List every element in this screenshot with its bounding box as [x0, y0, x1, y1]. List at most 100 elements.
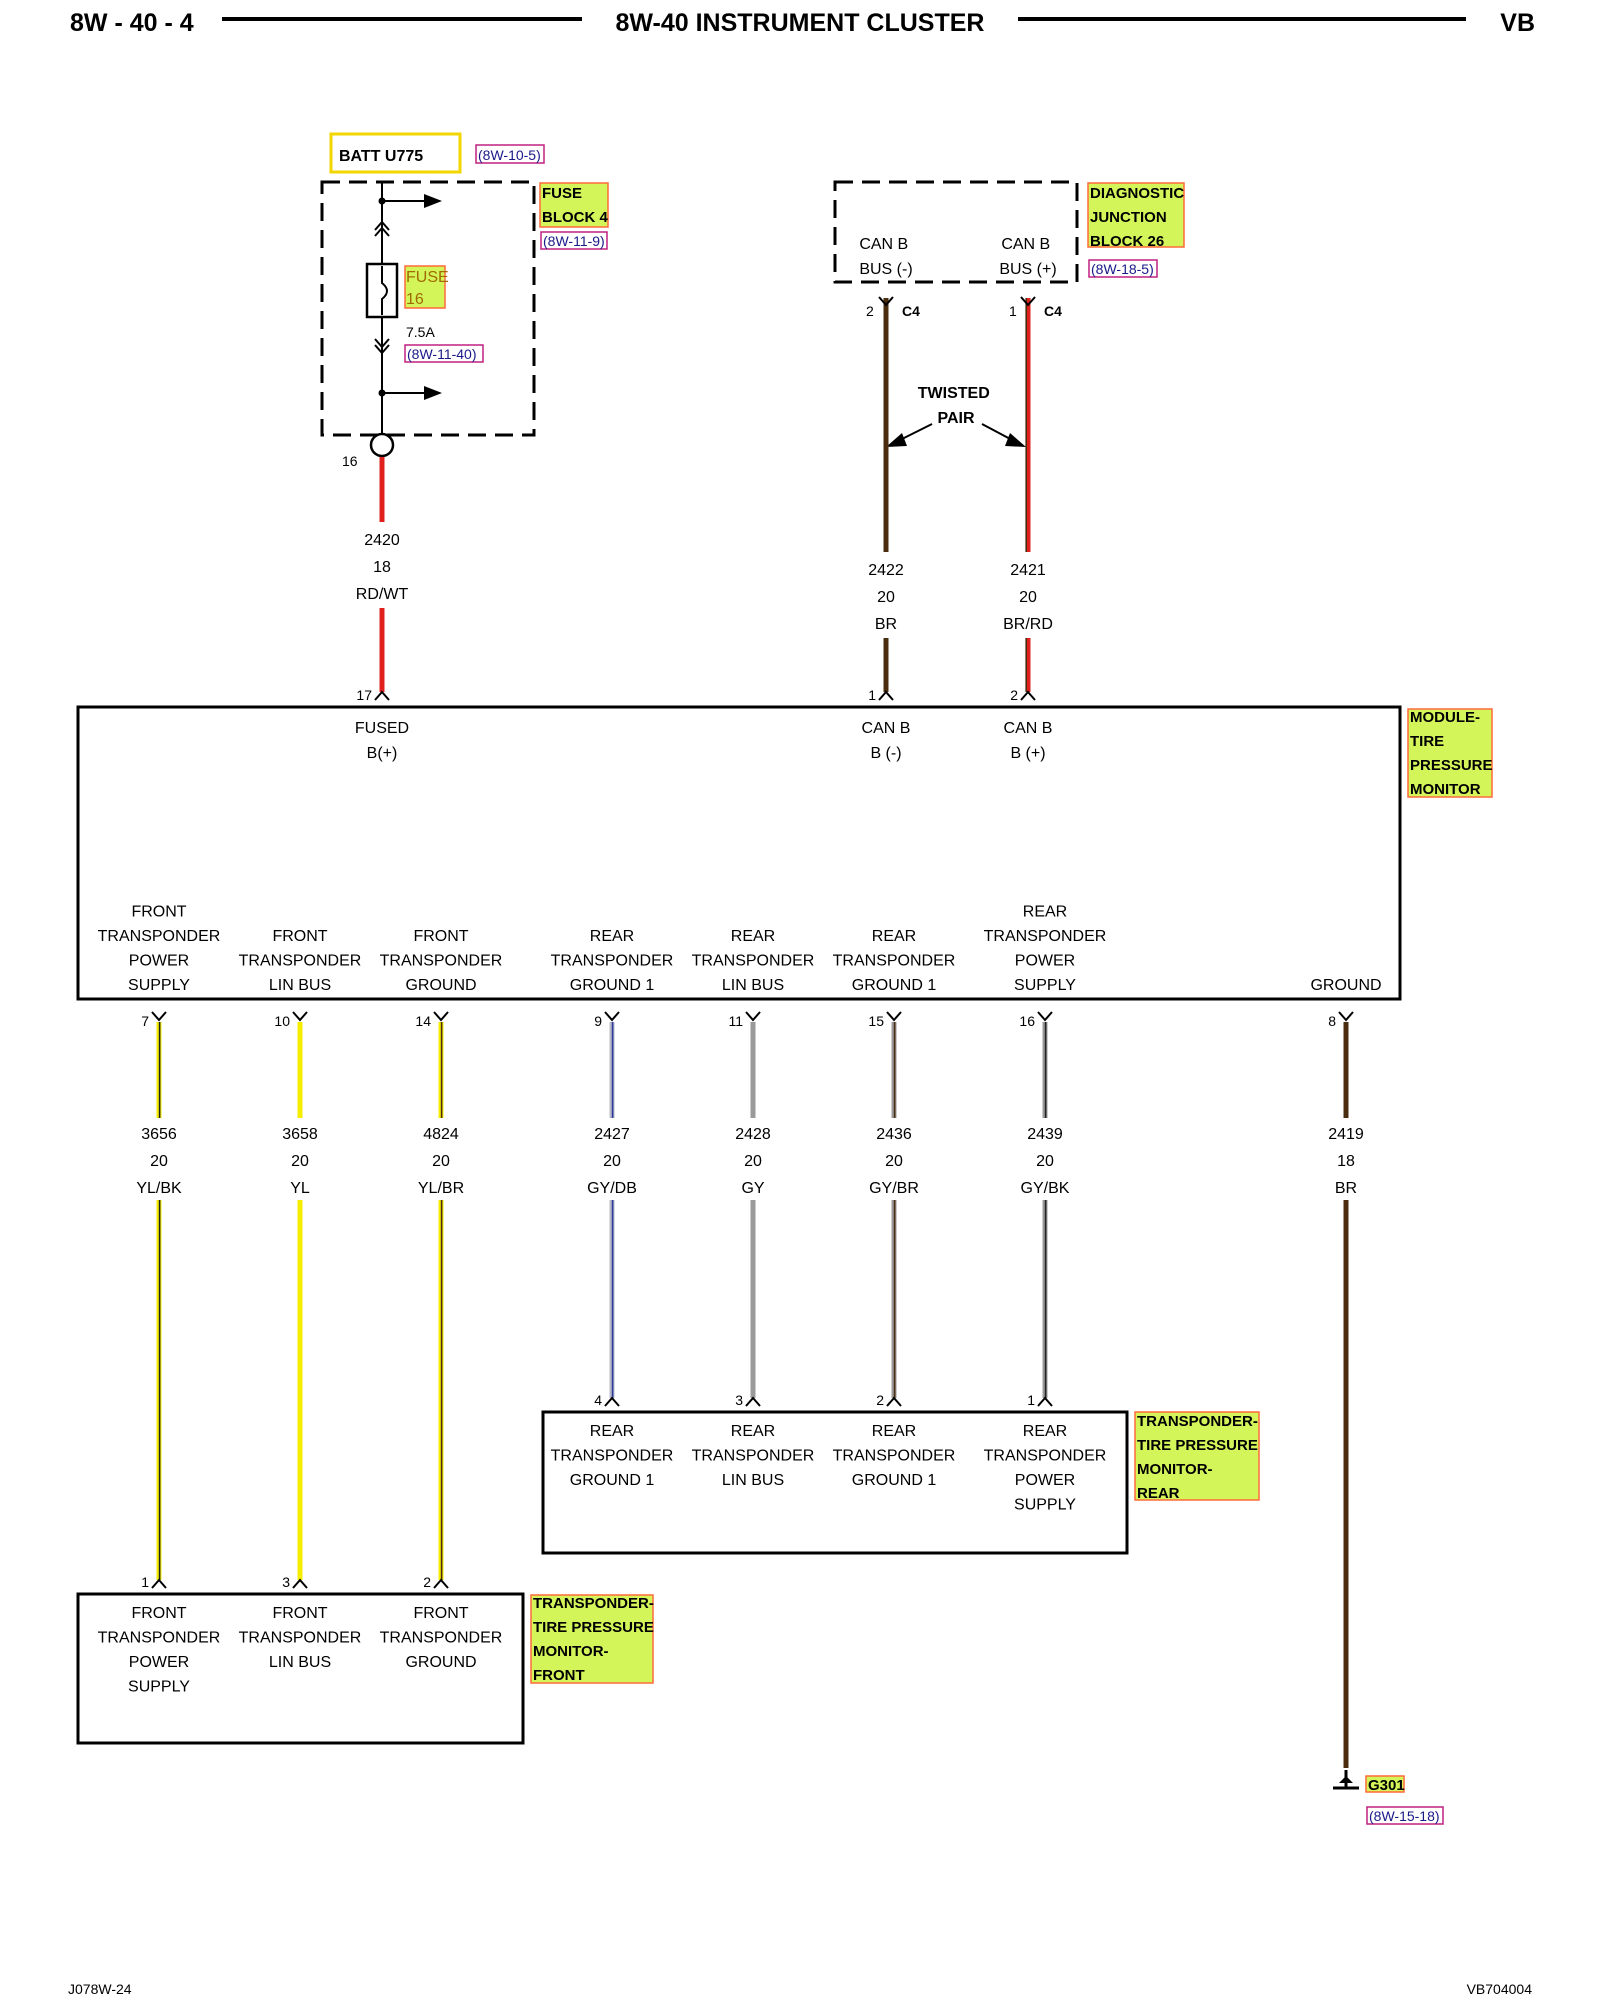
rear-transponder-term: REAR	[731, 1423, 775, 1440]
circuit-number: 2419	[1328, 1126, 1364, 1143]
fuse-tag-line: FUSE	[406, 269, 449, 286]
dest-fork	[292, 1578, 308, 1589]
module-bottom-pin: 14	[415, 1013, 431, 1029]
module-bottom-fork	[292, 1011, 308, 1022]
wire-gauge: 20	[885, 1153, 903, 1170]
rear-transponder-tag-line: MONITOR-	[1137, 1461, 1213, 1478]
front-transponder-term: SUPPLY	[128, 1679, 190, 1696]
rear-transponder-tag-line: TIRE PRESSURE	[1137, 1437, 1258, 1454]
module-bottom-term: TRANSPONDER	[692, 953, 815, 970]
module-bottom-term: REAR	[590, 928, 634, 945]
module-bottom-term: TRANSPONDER	[239, 953, 362, 970]
module-top-pin: 2	[1010, 687, 1018, 703]
djb-right-term-line: BUS (+)	[999, 261, 1056, 278]
wire-color: YL/BR	[418, 1180, 464, 1197]
fuse-chevron-up2	[374, 220, 390, 231]
circuit-number: 2421	[1010, 562, 1046, 579]
fuse-tag: FUSE 16	[406, 269, 453, 308]
twisted-pair-label: TWISTED PAIR	[918, 385, 994, 427]
djb-outline	[833, 180, 1079, 284]
circuit-number: 2420	[364, 532, 400, 549]
fuse-chevron-down2	[374, 344, 390, 355]
djb-right-connector: C4	[1044, 303, 1062, 319]
ground-tag-bg	[1365, 1775, 1405, 1793]
djb-right-term-line: CAN B	[1001, 236, 1050, 253]
module-bottom-term: FRONT	[272, 928, 327, 945]
djb-left-term: CAN B BUS (-)	[859, 236, 912, 278]
module-bottom-term: GROUND 1	[570, 977, 655, 994]
rear-transponder-outline	[541, 1410, 1129, 1555]
djb-tag-line: DIAGNOSTIC	[1090, 185, 1184, 202]
wire-gauge: 20	[877, 589, 895, 606]
dest-fork	[1037, 1396, 1053, 1407]
module-bottom-pin: 11	[728, 1013, 743, 1029]
rear-transponder-term: GROUND 1	[852, 1472, 937, 1489]
dest-fork	[886, 1396, 902, 1407]
module-top-term: B (+)	[1010, 745, 1045, 762]
fuse-block-tag-bg	[539, 182, 609, 228]
rear-transponder-term: REAR	[1023, 1423, 1067, 1440]
fuse-block-ref[interactable]: (8W-11-9)	[543, 233, 605, 249]
fuse-upper-arrowhead	[424, 194, 442, 208]
module-bottom-term: REAR	[731, 928, 775, 945]
wire-gauge: 18	[1337, 1153, 1355, 1170]
module-bottom-term: TRANSPONDER	[98, 928, 221, 945]
fuse-lower-arrowhead	[424, 386, 442, 400]
module-bottom-term: GROUND	[405, 977, 476, 994]
rear-transponder-term: TRANSPONDER	[551, 1448, 674, 1465]
module-bottom-term: SUPPLY	[1014, 977, 1076, 994]
dest-pin: 1	[1027, 1392, 1035, 1408]
module-tag-line: PRESSURE	[1410, 757, 1493, 774]
footer-right: VB704004	[1467, 1981, 1533, 1997]
module-tag-line: MODULE-	[1410, 709, 1480, 726]
ground-ref-box	[1366, 1806, 1444, 1825]
djb-left-term-line: CAN B	[859, 236, 908, 253]
front-transponder-tag-line: TIRE PRESSURE	[533, 1619, 654, 1636]
rear-transponder-term: TRANSPONDER	[692, 1448, 815, 1465]
front-transponder-term: TRANSPONDER	[239, 1630, 362, 1647]
module-tag-bg	[1407, 708, 1493, 798]
ground-arrow	[1339, 1776, 1353, 1783]
module-top-fork	[374, 690, 390, 701]
dest-fork	[151, 1578, 167, 1589]
djb-ref[interactable]: (8W-18-5)	[1091, 261, 1154, 277]
fuse-block-tag: FUSE BLOCK 4	[542, 185, 608, 226]
wire-color: GY/BR	[869, 1180, 919, 1197]
djb-fork	[878, 296, 894, 307]
dest-pin: 2	[876, 1392, 884, 1408]
module-bottom-term: GROUND 1	[852, 977, 937, 994]
module-bottom-term: POWER	[1015, 953, 1075, 970]
rear-transponder-tag-line: TRANSPONDER-	[1137, 1413, 1258, 1430]
wire-gauge: 20	[1019, 589, 1037, 606]
wire-color: GY	[741, 1180, 764, 1197]
module-bottom-term: GROUND	[1310, 977, 1381, 994]
fuse-ref[interactable]: (8W-11-40)	[407, 346, 477, 362]
front-transponder-term: GROUND	[405, 1654, 476, 1671]
dest-pin: 2	[423, 1574, 431, 1590]
module-bottom-term: FRONT	[413, 928, 468, 945]
batt-ref[interactable]: (8W-10-5)	[478, 147, 541, 163]
module-bottom-term: POWER	[129, 953, 189, 970]
djb-tag-bg	[1087, 182, 1185, 248]
ground-ref[interactable]: (8W-15-18)	[1369, 1808, 1440, 1824]
twisted-pair-arrowhead-right	[1005, 433, 1026, 447]
front-transponder-term: TRANSPONDER	[98, 1630, 221, 1647]
module-top-term: B(+)	[367, 745, 398, 762]
front-transponder-tag-line: FRONT	[533, 1667, 585, 1684]
module-bottom-pin: 15	[868, 1013, 884, 1029]
circuit-number: 2428	[735, 1126, 771, 1143]
djb-tag-line: JUNCTION	[1090, 209, 1167, 226]
module-bottom-term: TRANSPONDER	[984, 928, 1107, 945]
dest-pin: 4	[594, 1392, 602, 1408]
wire-color: BR	[1335, 1180, 1357, 1197]
module-top-fork	[878, 690, 894, 701]
dest-pin: 1	[141, 1574, 149, 1590]
module-bottom-fork	[1338, 1011, 1354, 1022]
module-tag-line: TIRE	[1410, 733, 1444, 750]
rear-transponder-term: SUPPLY	[1014, 1497, 1076, 1514]
fuse-block-outline	[320, 180, 536, 437]
module-tag-line: MONITOR	[1410, 781, 1481, 798]
fuse-chevron-up	[374, 226, 390, 237]
rear-transponder-term: REAR	[590, 1423, 634, 1440]
